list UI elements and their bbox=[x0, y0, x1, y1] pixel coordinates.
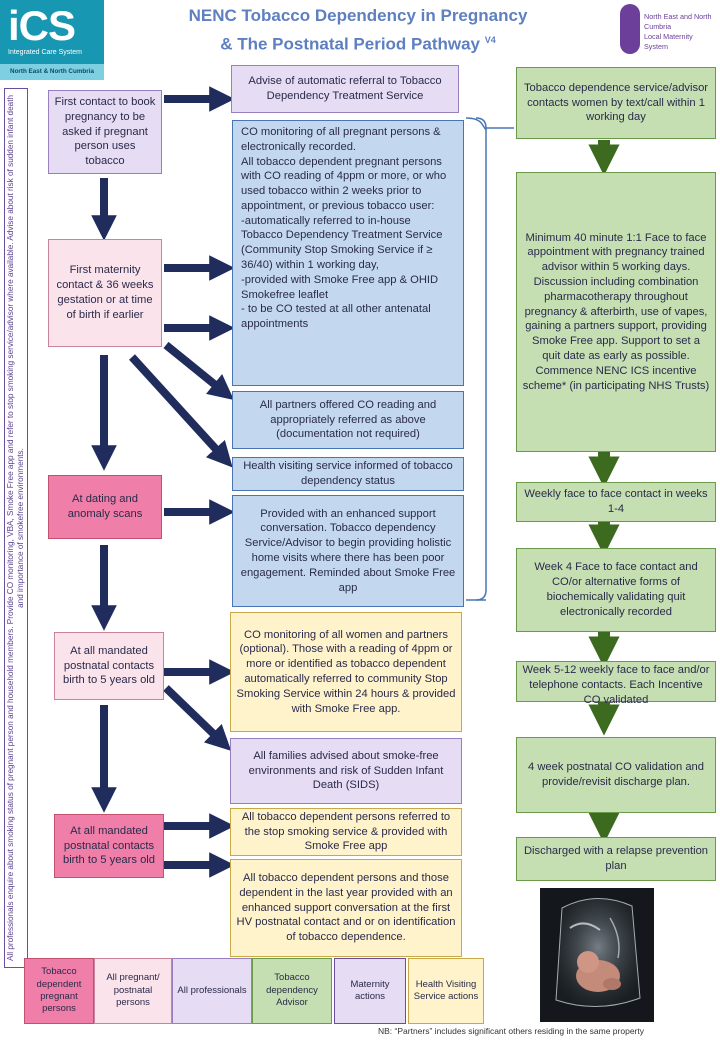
footnote: NB: “Partners” includes significant othe… bbox=[378, 1026, 644, 1036]
box-auto-referral: Advise of automatic referral to Tobacco … bbox=[231, 65, 459, 113]
box-co-monitoring: CO monitoring of all pregnant persons & … bbox=[232, 120, 464, 386]
legend-all-pregnant: All pregnant/ postnatal persons bbox=[94, 958, 172, 1024]
box-last-year: All tobacco dependent persons and those … bbox=[230, 859, 462, 957]
box-postnatal-co: CO monitoring of all women and partners … bbox=[230, 612, 462, 732]
advisor-step-postnatal-validation: 4 week postnatal CO validation and provi… bbox=[516, 737, 716, 813]
legend-health-visiting: Health Visiting Service actions bbox=[408, 958, 484, 1024]
page-title: NENC Tobacco Dependency in Pregnancy & T… bbox=[148, 4, 568, 57]
legend-tobacco-dependent: Tobacco dependent pregnant persons bbox=[24, 958, 94, 1024]
legend-tobacco-advisor: Tobacco dependency Advisor bbox=[252, 958, 332, 1024]
advisor-step-weekly: Weekly face to face contact in weeks 1-4 bbox=[516, 482, 716, 522]
lms-line2: Local Maternity System bbox=[644, 32, 693, 51]
ics-logo-region: North East & North Cumbria bbox=[0, 64, 104, 80]
advisor-step-week-4: Week 4 Face to face contact and CO/or al… bbox=[516, 548, 716, 632]
co-monitoring-line-1: CO monitoring of all pregnant persons & … bbox=[241, 126, 441, 153]
ics-logo-subtitle: Integrated Care System bbox=[8, 49, 82, 56]
step-postnatal-contacts-all: At all mandated postnatal contacts birth… bbox=[54, 632, 164, 700]
legend-all-professionals: All professionals bbox=[172, 958, 252, 1024]
box-enhanced-support: Provided with an enhanced support conver… bbox=[232, 495, 464, 607]
box-referred-stop-smoking: All tobacco dependent persons referred t… bbox=[230, 808, 462, 856]
legend-maternity-actions: Maternity actions bbox=[334, 958, 406, 1024]
box-families-advised: All families advised about smoke-free en… bbox=[230, 738, 462, 804]
box-health-visiting: Health visiting service informed of toba… bbox=[232, 457, 464, 491]
co-monitoring-line-2: All tobacco dependent pregnant persons w… bbox=[241, 155, 447, 212]
box-partners: All partners offered CO reading and appr… bbox=[232, 391, 464, 449]
lms-emblem-icon bbox=[620, 4, 640, 54]
version-label: V4 bbox=[484, 35, 496, 45]
co-monitoring-line-3: -automatically referred to in-house Toba… bbox=[241, 214, 443, 272]
side-note-box: All professionals enquire about smoking … bbox=[4, 88, 28, 968]
lms-line1: North East and North Cumbria bbox=[644, 12, 712, 31]
co-monitoring-line-4: -provided with Smoke Free app & OHID Smo… bbox=[241, 273, 439, 301]
step-first-contact: First contact to book pregnancy to be as… bbox=[48, 90, 162, 174]
ics-logo-text: iCS bbox=[8, 2, 76, 49]
advisor-step-first-appointment: Minimum 40 minute 1:1 Face to face appoi… bbox=[516, 172, 716, 452]
advisor-step-discharge: Discharged with a relapse prevention pla… bbox=[516, 837, 716, 881]
step-dating-anomaly-scans: At dating and anomaly scans bbox=[48, 475, 162, 539]
step-first-maternity-contact: First maternity contact & 36 weeks gesta… bbox=[48, 239, 162, 347]
advisor-step-week-5-12: Week 5-12 weekly face to face and/or tel… bbox=[516, 661, 716, 706]
baby-photo bbox=[540, 888, 654, 1022]
title-line1: NENC Tobacco Dependency in Pregnancy bbox=[188, 6, 528, 25]
ics-logo: iCS Integrated Care System North East & … bbox=[0, 0, 104, 80]
advisor-step-contact: Tobacco dependence service/advisor conta… bbox=[516, 67, 716, 139]
title-line2: & The Postnatal Period Pathway bbox=[220, 34, 481, 54]
lms-logo: North East and North Cumbria Local Mater… bbox=[620, 2, 718, 58]
co-monitoring-line-5: - to be CO tested at all other antenatal… bbox=[241, 303, 431, 331]
step-postnatal-contacts-dependent: At all mandated postnatal contacts birth… bbox=[54, 814, 164, 878]
